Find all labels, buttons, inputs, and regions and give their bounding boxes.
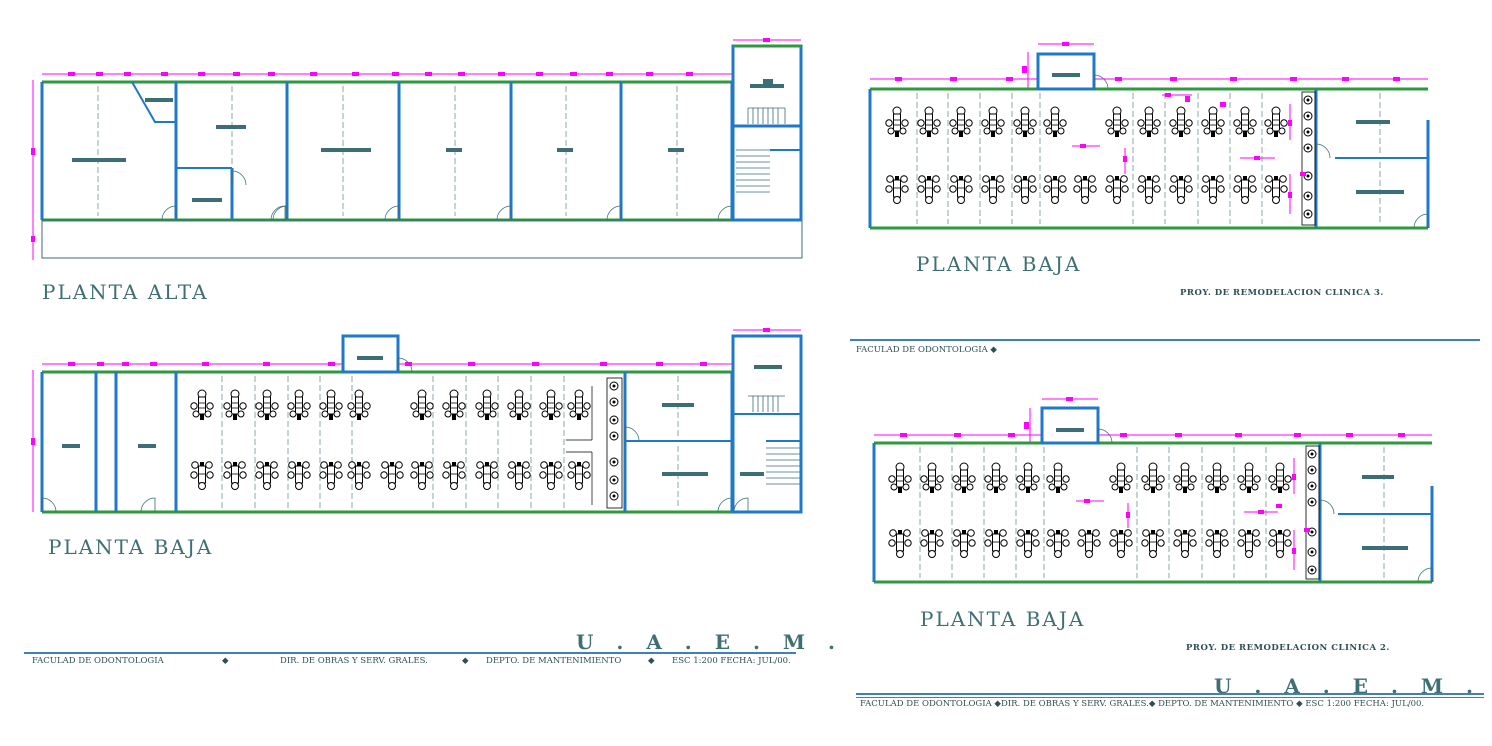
- planta-baja-right-bottom-plan: [872, 397, 1434, 584]
- project-title-clinica-2: PROY. DE REMODELACION CLINICA 2.: [1186, 643, 1390, 653]
- planta-alta-plan: [31, 38, 803, 260]
- footer-bullet-left-2: ◆: [462, 656, 469, 666]
- title-block-rule-right: [856, 693, 1484, 695]
- footer-right-line: FACULAD DE ODONTOLOGIA ◆DIR. DE OBRAS Y …: [860, 699, 1425, 709]
- title-block-rule-left: [24, 652, 796, 654]
- footer-bullet-left-3: ◆: [648, 656, 655, 666]
- planta-baja-right-bottom-title: PLANTA BAJA: [920, 607, 1086, 631]
- title-block-rule-top: [850, 339, 1480, 341]
- planta-baja-right-top-title: PLANTA BAJA: [916, 252, 1082, 276]
- planta-baja-left-plan: [31, 328, 803, 514]
- footer-facultad-left: FACULAD DE ODONTOLOGIA: [32, 656, 164, 666]
- project-title-clinica-3: PROY. DE REMODELACION CLINICA 3.: [1180, 288, 1384, 298]
- footer-esc-left: ESC 1:200 FECHA: JUL/00.: [672, 656, 791, 666]
- uaem-title-left: U . A . E . M .: [576, 630, 843, 654]
- planta-alta-title: PLANTA ALTA: [42, 280, 209, 304]
- footer-depto-left: DEPTO. DE MANTENIMIENTO: [486, 656, 622, 666]
- footer-dir-left: DIR. DE OBRAS Y SERV. GRALES.: [280, 656, 428, 666]
- planta-baja-right-top-plan: [868, 42, 1430, 230]
- facultad-label-top: FACULAD DE ODONTOLOGIA ◆: [856, 345, 997, 355]
- footer-bullet-left-1: ◆: [222, 656, 229, 666]
- title-block-rule-right-2: [856, 697, 1484, 698]
- planta-baja-left-title: PLANTA BAJA: [48, 535, 214, 559]
